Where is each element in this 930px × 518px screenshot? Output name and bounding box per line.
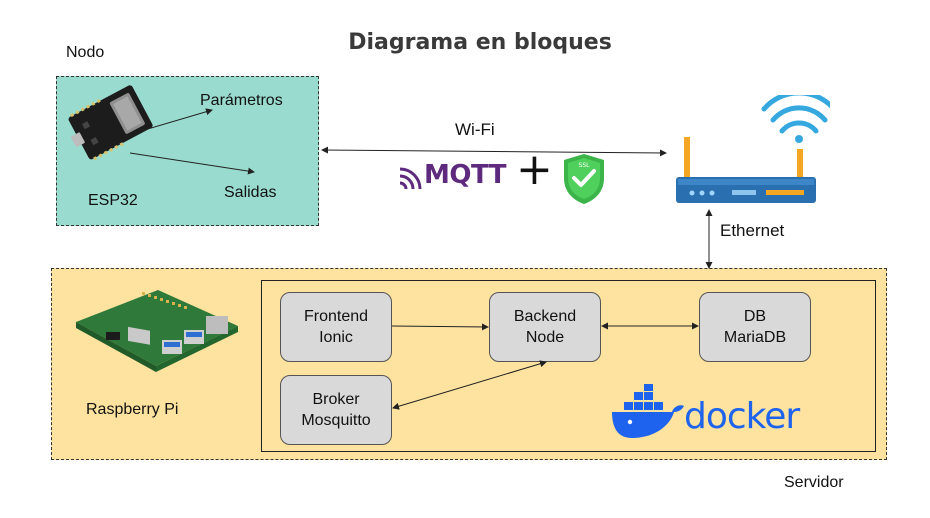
db-mariadb-block: DB MariaDB [699, 292, 811, 362]
docker-whale-icon [612, 384, 684, 438]
ssl-shield-icon: SSL [564, 154, 604, 204]
frontend-block-line1: Frontend [303, 308, 369, 325]
backend-block-line1: Backend [513, 308, 577, 325]
db-block-line1: DB [743, 308, 767, 325]
router-icon [676, 95, 830, 203]
parametros-label: Parámetros [200, 92, 283, 109]
ethernet-label: Ethernet [720, 221, 785, 240]
ssl-badge-text: SSL [579, 162, 591, 169]
docker-wordmark: docker [684, 396, 800, 437]
db-block-line2: MariaDB [723, 329, 787, 346]
servidor-label: Servidor [784, 474, 844, 491]
docker-container-frame [261, 280, 876, 452]
frontend-ionic-block: Frontend Ionic [280, 292, 392, 362]
raspberry-pi-board-icon [76, 290, 238, 372]
broker-block-line2: Mosquitto [301, 412, 371, 429]
wifi-label: Wi-Fi [455, 120, 495, 139]
broker-block-line1: Broker [312, 391, 360, 408]
backend-node-block: Backend Node [489, 292, 601, 362]
backend-broker-arrow [392, 360, 547, 410]
parametros-arrow [140, 108, 213, 132]
esp32-board-icon [68, 85, 153, 161]
nodo-label: Nodo [66, 44, 105, 61]
wifi-link-arrow [321, 146, 667, 157]
backend-block-line2: Node [525, 329, 565, 346]
esp32-label: ESP32 [88, 192, 138, 209]
frontend-to-backend-arrow [391, 323, 489, 331]
salidas-label: Salidas [224, 184, 277, 201]
diagram-title: Diagrama en bloques [348, 30, 612, 55]
mqtt-signal-icon [399, 167, 422, 190]
broker-mosquitto-block: Broker Mosquitto [280, 375, 392, 445]
salidas-arrow [129, 152, 255, 175]
raspberry-pi-label: Raspberry Pi [86, 401, 179, 418]
frontend-block-line2: Ionic [319, 329, 353, 346]
mqtt-logo: MQTT [424, 160, 507, 190]
